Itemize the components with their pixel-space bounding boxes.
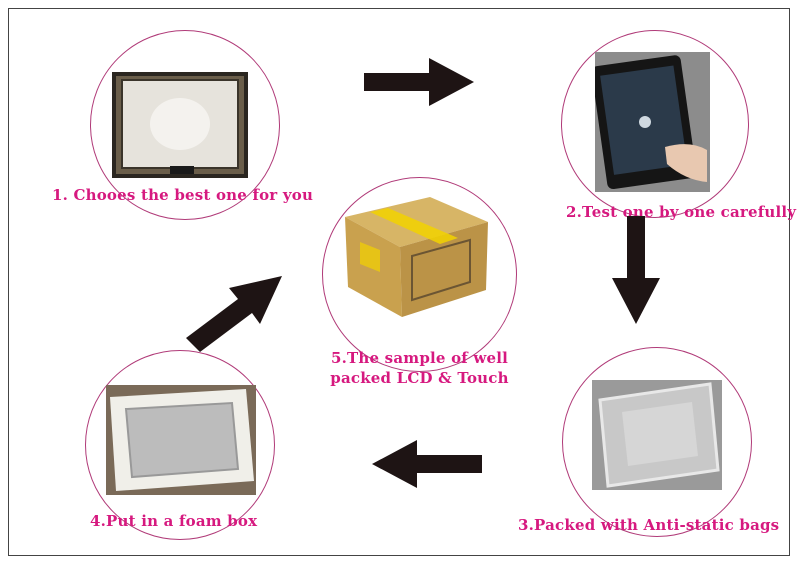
lcd-touch-panel-photo: [112, 72, 248, 178]
step-1-label: 1. Chooes the best one for you: [52, 186, 314, 204]
cardboard-box-photo: [345, 197, 488, 317]
step-4-label: 4.Put in a foam box: [90, 512, 258, 530]
bubble-wrap-bag-photo: [592, 380, 722, 490]
arrow-up-right-icon: [186, 276, 282, 352]
step-2-label: 2.Test one by one carefully: [566, 203, 797, 221]
step-3-label: 3.Packed with Anti-static bags: [518, 516, 780, 534]
arrow-down-icon: [612, 216, 660, 324]
arrow-right-icon: [364, 58, 474, 106]
step-5-label-line-1: 5.The sample of well: [330, 349, 508, 367]
arrow-left-icon: [372, 440, 482, 488]
tablet-testing-photo: [595, 52, 710, 192]
foam-box-photo: [106, 385, 256, 495]
step-5-label-line-2: packed LCD & Touch: [330, 369, 509, 387]
